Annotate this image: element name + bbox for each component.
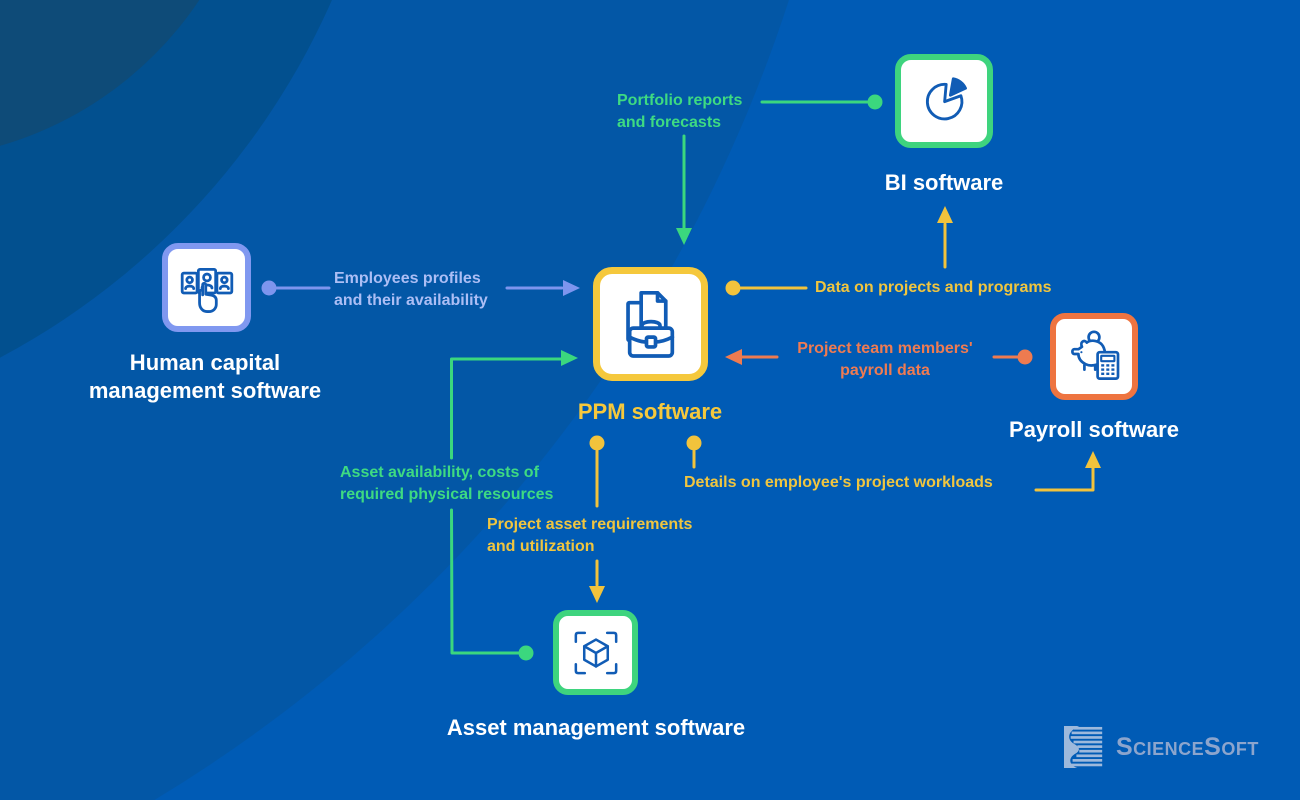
edge-label-line: Details on employee's project workloads — [684, 474, 993, 491]
edge-bi-to-ppm-connector — [676, 94, 883, 245]
edge-ppm-to-payroll-label: Details on employee's project workloads — [684, 472, 993, 494]
cube-scan-icon — [574, 631, 617, 674]
node-bi-label: BI software — [884, 170, 1004, 195]
edge-label-line: and forecasts — [617, 113, 722, 131]
node-hcm-label: Human capital management software — [89, 349, 321, 405]
node-asset-label: Asset management software — [446, 715, 746, 740]
node-ppm-label: PPM software — [577, 399, 723, 424]
employee-profiles-hand-icon — [180, 267, 233, 313]
edge-label-line: Employees profiles — [334, 270, 481, 287]
edge-ppm-to-bi-label: Data on projects and programs — [815, 277, 1052, 299]
edge-label-line: Project team members' — [797, 340, 973, 357]
node-asset-tile — [553, 610, 638, 695]
edge-label-line: Portfolio reports — [617, 92, 743, 109]
node-hcm-label-line1: Human capital — [129, 350, 281, 375]
edge-asset-to-ppm-connector — [450, 350, 578, 661]
edge-label-line: required physical resources — [340, 485, 554, 503]
node-hcm-label-line2: management software — [88, 378, 322, 403]
edge-payroll-to-ppm-label: Project team members' payroll data — [797, 338, 972, 381]
edge-label-line: Project asset requirements — [487, 516, 693, 533]
node-payroll-tile — [1050, 313, 1138, 400]
edge-asset-to-ppm-label: Asset availability, costs of required ph… — [340, 462, 553, 505]
edge-label-line: and utilization — [487, 537, 595, 555]
node-hcm-tile — [162, 243, 251, 332]
edge-label-line: Asset availability, costs of — [340, 464, 539, 481]
edge-hcm-to-ppm-connector — [261, 280, 580, 296]
edge-payroll-to-ppm-connector — [725, 349, 1033, 365]
edge-hcm-to-ppm-label: Employees profiles and their availabilit… — [334, 268, 488, 311]
edge-label-line: payroll data — [840, 361, 930, 379]
edge-ppm-to-payroll-connector — [686, 435, 1101, 492]
edge-ppm-to-bi-connector — [725, 206, 953, 296]
edge-label-line: and their availability — [334, 291, 488, 309]
sciencesoft-logo-icon — [1064, 726, 1103, 768]
briefcase-documents-icon — [625, 290, 674, 358]
edge-label-line: Data on projects and programs — [815, 279, 1052, 296]
pie-chart-icon — [925, 77, 967, 121]
edge-ppm-to-asset-label: Project asset requirements and utilizati… — [487, 514, 692, 557]
edge-ppm-to-asset-connector — [589, 435, 605, 603]
node-ppm-tile — [593, 267, 708, 381]
sciencesoft-logo: ScienceSoft — [1064, 726, 1259, 768]
node-bi-tile — [895, 54, 993, 148]
piggy-bank-calculator-icon — [1071, 329, 1120, 380]
sciencesoft-logo-text: ScienceSoft — [1116, 732, 1259, 761]
edge-bi-to-ppm-label: Portfolio reports and forecasts — [617, 90, 742, 133]
node-payroll-label: Payroll software — [1009, 417, 1179, 442]
